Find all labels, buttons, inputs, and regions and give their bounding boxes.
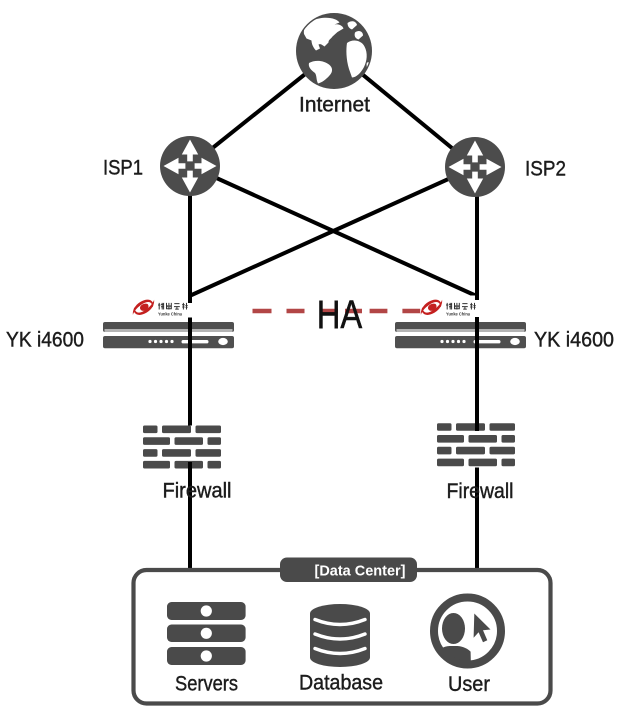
svg-text:[Data Center]: [Data Center] [315,563,406,580]
svg-text:ISP1: ISP1 [103,157,143,180]
svg-text:Servers: Servers [175,673,238,696]
svg-text:YK i4600: YK i4600 [6,329,84,352]
svg-text:Firewall: Firewall [447,480,514,503]
svg-text:Internet: Internet [299,94,370,117]
svg-text:YK i4600: YK i4600 [534,329,614,352]
svg-text:User: User [448,673,490,696]
svg-text:Database: Database [299,672,383,695]
svg-text:ISP2: ISP2 [525,158,566,181]
svg-text:Firewall: Firewall [163,480,232,503]
svg-text:HA: HA [317,293,363,337]
